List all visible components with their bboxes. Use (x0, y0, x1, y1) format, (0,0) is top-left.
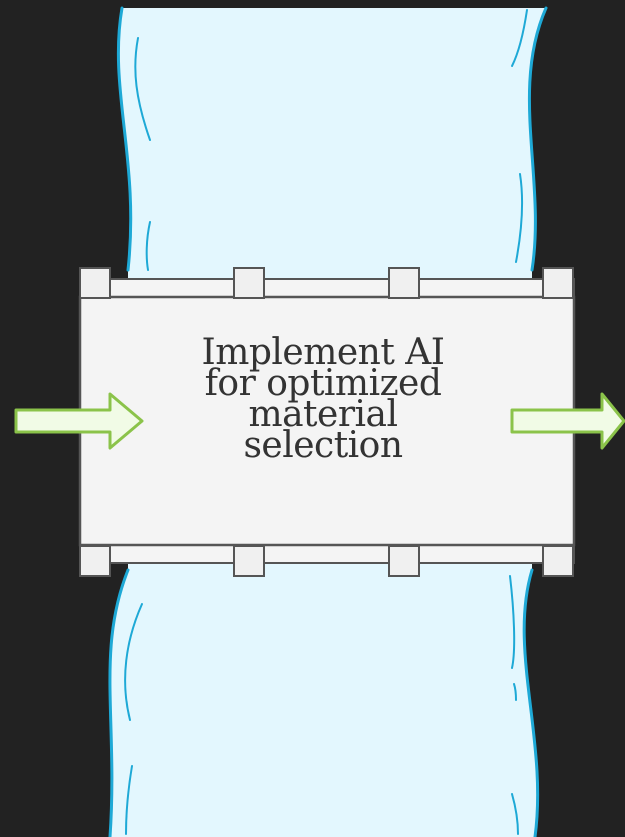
bottom-post (79, 545, 111, 577)
river-ripple (145, 221, 151, 271)
river-ripple (124, 603, 143, 721)
top-rail (79, 278, 575, 298)
bottom-post (233, 545, 265, 577)
river-ripple (511, 9, 528, 67)
river-left-bank (116, 6, 133, 272)
top-post (388, 267, 420, 299)
process-box-body (78, 295, 576, 547)
top-post (79, 267, 111, 299)
bottom-rail (79, 544, 575, 564)
bottom-post (388, 545, 420, 577)
river-right-bank (527, 6, 548, 272)
river-ripple (511, 793, 519, 835)
output-arrow (510, 392, 625, 450)
river-ripple (515, 173, 524, 263)
arrow-right-icon (14, 392, 144, 450)
river-ripple (125, 765, 133, 835)
river-ripple (513, 683, 517, 701)
river-ripple (509, 575, 516, 669)
top-post (542, 267, 574, 299)
bottom-post (542, 545, 574, 577)
river-ripple (134, 37, 151, 141)
input-arrow (14, 392, 144, 450)
process-box (78, 267, 576, 577)
top-post (233, 267, 265, 299)
river-left-bank-lower (108, 568, 130, 837)
river-right-bank-lower (522, 568, 540, 837)
arrow-right-icon (510, 392, 625, 450)
